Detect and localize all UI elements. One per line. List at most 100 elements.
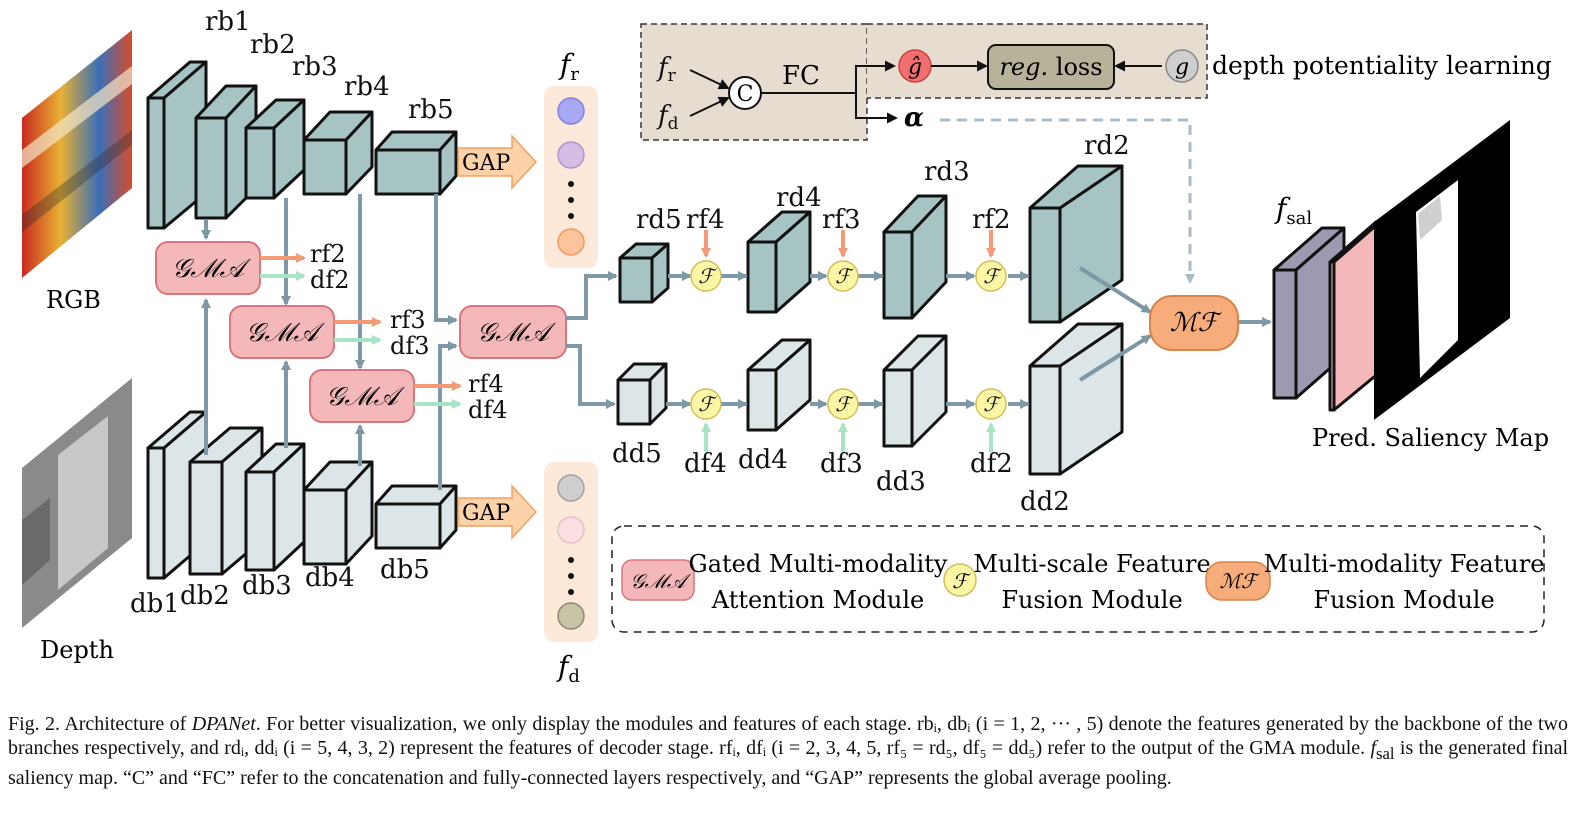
svg-text:db1: db1 bbox=[130, 589, 180, 619]
rb4-block bbox=[302, 110, 374, 196]
svg-text:ℱ: ℱ bbox=[835, 392, 854, 416]
fusion-module-d4 bbox=[690, 388, 722, 420]
fc-label: FC bbox=[782, 61, 820, 91]
gma1-df-label: df2 bbox=[310, 266, 350, 294]
svg-text:GAP: GAP bbox=[462, 501, 510, 526]
db2-label: db2 bbox=[180, 581, 230, 611]
rd4-label: rd4 bbox=[776, 183, 822, 213]
mf-module: ℳℱ bbox=[1149, 295, 1239, 351]
df2-fusion-label: df2 bbox=[970, 449, 1013, 479]
rb5-label: rb5 bbox=[408, 95, 454, 125]
dd5-block bbox=[616, 362, 668, 426]
legend-mf-line2: Fusion Module bbox=[1313, 586, 1494, 614]
gma-module-1: 𝒢ℳ𝒜 bbox=[155, 241, 261, 295]
g-hat-node: ĝ bbox=[898, 49, 932, 83]
rb4-label: rb4 bbox=[344, 72, 390, 102]
gma-module-2: 𝒢ℳ𝒜 bbox=[229, 305, 335, 359]
alpha-label: α bbox=[904, 103, 924, 133]
svg-text:rb3: rb3 bbox=[292, 52, 338, 82]
db3-label: db3 bbox=[242, 571, 292, 601]
svg-text:𝒢ℳ𝒜: 𝒢ℳ𝒜 bbox=[172, 254, 252, 284]
fusion-module-r4 bbox=[690, 260, 722, 292]
svg-text:ℱ: ℱ bbox=[983, 392, 1002, 416]
gma3-df-label: df4 bbox=[468, 396, 508, 424]
rb3-label: rb3 bbox=[292, 52, 338, 82]
legend-gma-line2: Attention Module bbox=[711, 586, 924, 614]
svg-text:g: g bbox=[1175, 55, 1189, 80]
fr-label: fr bbox=[558, 48, 579, 85]
svg-text:ℱ: ℱ bbox=[952, 569, 971, 593]
fusion-module-r3 bbox=[827, 260, 859, 292]
svg-text:db5: db5 bbox=[380, 555, 430, 585]
rd3-block bbox=[882, 194, 948, 320]
dpl-title: depth potentiality learning bbox=[1212, 51, 1552, 80]
gma-module-3: 𝒢ℳ𝒜 bbox=[309, 369, 415, 423]
svg-text:ℱ: ℱ bbox=[698, 264, 717, 288]
df3-fusion-label: df3 bbox=[820, 449, 863, 479]
svg-text:ℳℱ: ℳℱ bbox=[1219, 569, 1259, 593]
svg-text:ℳℱ: ℳℱ bbox=[1170, 308, 1223, 338]
db4-label: db4 bbox=[305, 563, 355, 593]
svg-text:ℱ: ℱ bbox=[835, 264, 854, 288]
rb5-block bbox=[374, 130, 458, 196]
svg-text:ĝ: ĝ bbox=[908, 55, 922, 80]
reg-loss-box: reg. loss bbox=[987, 44, 1115, 90]
svg-text:rb4: rb4 bbox=[344, 72, 390, 102]
output-label: Pred. Saliency Map bbox=[1312, 424, 1549, 452]
gma3-rf-label: rf4 bbox=[468, 370, 504, 398]
svg-text:𝒢ℳ𝒜: 𝒢ℳ𝒜 bbox=[477, 318, 557, 348]
rd2-label: rd2 bbox=[1084, 131, 1130, 161]
svg-text:db4: db4 bbox=[305, 563, 355, 593]
legend-mf-line1: Multi-modality Feature bbox=[1264, 550, 1545, 578]
svg-text:ℱ: ℱ bbox=[698, 392, 717, 416]
rgb-label: RGB bbox=[46, 286, 101, 314]
gma-module-5: 𝒢ℳ𝒜 bbox=[459, 305, 567, 359]
gma2-df-label: df3 bbox=[390, 332, 430, 360]
legend-mf: ℳℱ bbox=[1205, 561, 1271, 601]
rf3-fusion-label: rf3 bbox=[822, 205, 861, 235]
dd2-label: dd2 bbox=[1020, 487, 1070, 517]
dd4-block bbox=[746, 338, 812, 432]
db5-block bbox=[374, 484, 458, 550]
rb3-block bbox=[244, 98, 306, 200]
rd4-block bbox=[746, 210, 812, 314]
fsal-block bbox=[1272, 220, 1382, 412]
architecture-diagram: RGB Depth rb1 rb2 rb3 rb4 rb5 bbox=[22, 7, 1552, 687]
rd2-block bbox=[1028, 164, 1124, 324]
legend-box bbox=[611, 525, 1545, 633]
caption-fsal-sub: sal bbox=[1376, 744, 1395, 763]
db1-label: db1 bbox=[130, 589, 180, 619]
rd5-label: rd5 bbox=[636, 205, 682, 235]
fd-label: fd bbox=[556, 650, 580, 687]
svg-text:GAP: GAP bbox=[462, 151, 510, 176]
svg-text:C: C bbox=[737, 82, 754, 107]
fd-feature-vector bbox=[544, 462, 598, 642]
legend-f-line1: Multi-scale Feature bbox=[973, 550, 1210, 578]
rf4-fusion-label: rf4 bbox=[686, 205, 725, 235]
df4-fusion-label: df4 bbox=[684, 449, 727, 479]
dd2-block bbox=[1028, 322, 1124, 476]
gma2-rf-label: rf3 bbox=[390, 306, 426, 334]
svg-text:reg. loss: reg. loss bbox=[999, 53, 1102, 81]
rb2-label: rb2 bbox=[250, 30, 296, 60]
rb2-block bbox=[194, 84, 258, 220]
rd3-label: rd3 bbox=[924, 157, 970, 187]
saliency-map-image bbox=[1374, 120, 1510, 420]
gma1-rf-label: rf2 bbox=[310, 240, 346, 268]
rf2-fusion-label: rf2 bbox=[972, 205, 1011, 235]
svg-text:db2: db2 bbox=[180, 581, 230, 611]
svg-text:𝒢ℳ𝒜: 𝒢ℳ𝒜 bbox=[246, 318, 326, 348]
svg-text:rb5: rb5 bbox=[408, 95, 454, 125]
dd5-label: dd5 bbox=[612, 439, 662, 469]
g-node: g bbox=[1165, 49, 1199, 83]
fusion-module-d2 bbox=[975, 388, 1007, 420]
depth-label: Depth bbox=[40, 636, 114, 664]
dd3-label: dd3 bbox=[876, 467, 926, 497]
rb1-label: rb1 bbox=[205, 7, 251, 37]
svg-text:ℱ: ℱ bbox=[983, 264, 1002, 288]
fusion-module-r2 bbox=[975, 260, 1007, 292]
dd4-label: dd4 bbox=[738, 445, 788, 475]
gap-rgb-arrow: GAP bbox=[457, 134, 538, 190]
figure-caption: Fig. 2. Architecture of DPANet. For bett… bbox=[8, 712, 1568, 790]
fsal-label: fsal bbox=[1274, 192, 1312, 229]
